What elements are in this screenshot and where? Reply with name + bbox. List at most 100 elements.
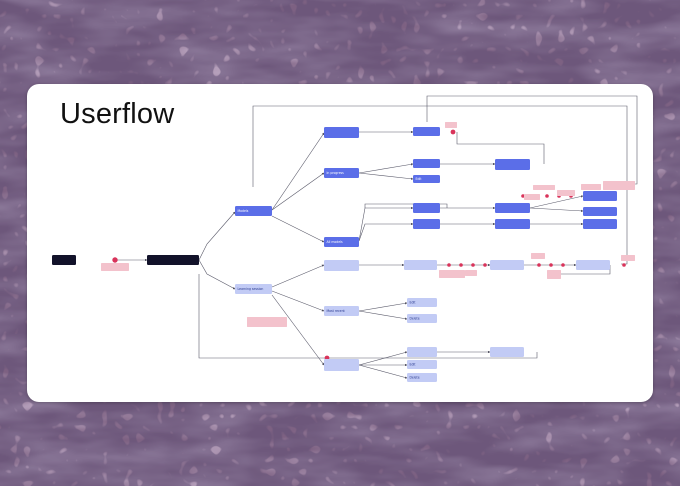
node-label: Delete — [410, 376, 420, 380]
node-box — [413, 127, 440, 136]
flow-node-all-2 — [490, 347, 524, 357]
node-box — [52, 255, 76, 265]
flow-node-create-model — [324, 127, 359, 138]
node-box — [324, 359, 359, 371]
node-label: Models — [238, 209, 249, 213]
edge-progress-top2 — [358, 163, 414, 174]
connector-dots — [112, 129, 626, 361]
flow-node-recent-delete: Delete — [407, 314, 437, 323]
edge-loop-mid — [364, 203, 448, 208]
node-box — [495, 203, 530, 213]
flow-node-right-2 — [583, 207, 617, 216]
note — [524, 194, 540, 200]
node-box — [413, 219, 440, 229]
edge-recent-delete — [358, 310, 408, 320]
note — [581, 184, 601, 190]
connector-dot — [112, 257, 118, 263]
connector-dot — [537, 263, 541, 267]
flow-node-all-delete: Delete — [407, 373, 437, 382]
flow-node-learning: Learning session — [235, 284, 272, 294]
flow-node-all-1 — [407, 347, 437, 357]
note — [101, 263, 129, 271]
node-box — [147, 255, 199, 265]
edge-learning-create — [271, 264, 325, 288]
node-box — [413, 203, 440, 213]
node-box — [324, 260, 359, 271]
flow-node-all-sessions — [324, 359, 359, 371]
connector-dot — [545, 194, 549, 198]
node-label: Edit — [410, 363, 417, 367]
edge-allsess-1 — [358, 351, 408, 366]
flow-node-mid-2 — [413, 219, 440, 229]
node-box — [576, 260, 610, 270]
edge-learning-all — [271, 294, 325, 366]
connector-dot — [483, 263, 487, 267]
flow-node-mid-4 — [495, 219, 530, 229]
flow-node-choose — [147, 255, 199, 265]
node-box — [495, 219, 530, 229]
flow-node-start — [52, 255, 76, 265]
edge-models-progress — [271, 172, 325, 211]
note — [465, 270, 477, 276]
note — [247, 317, 287, 327]
node-box — [583, 219, 617, 229]
note — [445, 122, 457, 128]
note — [557, 190, 575, 196]
connector-lines — [114, 95, 638, 379]
connector-dot — [521, 194, 525, 198]
node-box — [407, 360, 437, 369]
page-title: Userflow — [60, 98, 175, 130]
node-box — [490, 260, 524, 270]
flow-node-right-1 — [583, 191, 617, 201]
node-label: Learning session — [238, 287, 264, 291]
node-box — [490, 347, 524, 357]
node-box — [404, 260, 437, 270]
node-label: Delete — [410, 317, 420, 321]
flow-node-mid-3 — [495, 203, 530, 213]
edge-progress-top3 — [358, 172, 414, 180]
node-box — [235, 284, 272, 294]
flow-node-sess-3 — [576, 260, 610, 270]
node-box — [235, 206, 272, 216]
node-label: Most recent — [327, 309, 346, 313]
node-box — [495, 159, 530, 170]
flow-node-mid-1 — [413, 203, 440, 213]
node-box — [413, 159, 440, 168]
node-box — [583, 191, 617, 201]
node-label: All models — [327, 240, 343, 244]
edge-allsess-delete — [358, 364, 408, 379]
connector-dot — [447, 263, 451, 267]
edge-loop-progress — [456, 132, 545, 164]
connector-dot — [561, 263, 565, 267]
note — [439, 270, 465, 278]
note — [603, 181, 635, 190]
flow-node-top-1 — [413, 127, 440, 136]
node-box — [324, 127, 359, 138]
connector-dot — [450, 129, 456, 135]
edge-loop-bottom — [198, 274, 538, 359]
connector-dot — [549, 263, 553, 267]
flow-node-sess-2 — [490, 260, 524, 270]
edge-all-mid2 — [358, 222, 414, 242]
flow-node-right-3 — [583, 219, 617, 229]
flow-node-sess-1 — [404, 260, 437, 270]
note — [547, 270, 561, 279]
flow-node-all-edit: Edit — [407, 360, 437, 369]
userflow-card: Userflow — [27, 84, 653, 402]
flow-node-top-2 — [413, 159, 440, 168]
edge-learning-recent — [271, 290, 325, 312]
edge-choose-models — [198, 211, 236, 261]
edge-choose-learning — [198, 259, 236, 290]
flow-node-recent-edit: Edit — [407, 298, 437, 307]
connector-dot — [471, 263, 475, 267]
node-box — [583, 207, 617, 216]
connector-dot — [459, 263, 463, 267]
node-box — [324, 237, 359, 247]
node-box — [407, 373, 437, 382]
edge-mid3-right2 — [529, 207, 584, 213]
node-box — [407, 298, 437, 307]
connector-dot — [622, 263, 626, 267]
node-box — [407, 314, 437, 323]
node-box — [407, 347, 437, 357]
